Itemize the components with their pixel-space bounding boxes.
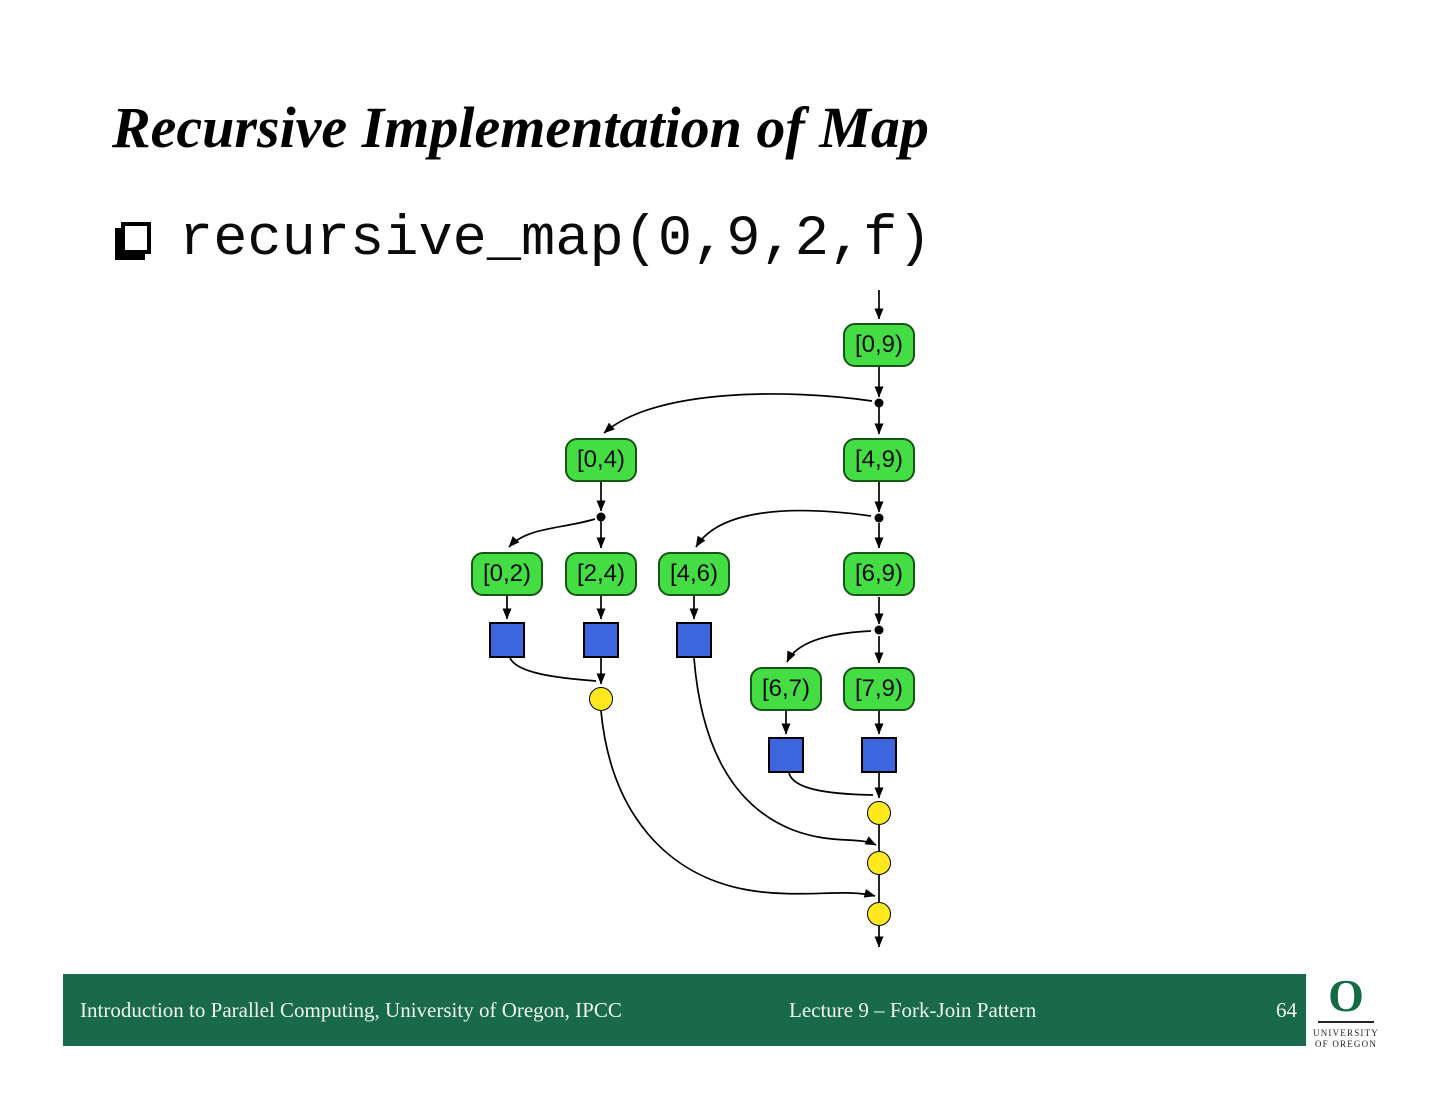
footer-center-text: Lecture 9 – Fork-Join Pattern	[789, 997, 1037, 1022]
footer-bar: Introduction to Parallel Computing, Univ…	[63, 974, 1306, 1046]
logo-university-text: UNIVERSITY	[1313, 1027, 1379, 1038]
node-0-9: [0,9)	[843, 323, 915, 367]
leaf-task-0-2	[489, 622, 525, 658]
node-0-4: [0,4)	[565, 438, 637, 482]
fork-dot	[874, 398, 884, 408]
node-0-2: [0,2)	[471, 552, 543, 596]
leaf-task-2-4	[583, 622, 619, 658]
node-4-6: [4,6)	[658, 552, 730, 596]
footer-left-text: Introduction to Parallel Computing, Univ…	[80, 997, 622, 1022]
join-point-1	[867, 801, 891, 825]
join-point-2	[867, 851, 891, 875]
curve-02task-join	[509, 657, 597, 682]
square-bullet-icon	[121, 222, 151, 254]
fork-dot	[874, 513, 884, 523]
curve-46task-join	[693, 657, 877, 846]
curve-joinL-join3	[600, 710, 876, 898]
leaf-task-6-7	[768, 737, 804, 773]
bullet-code-text: recursive_map(0,9,2,f)	[179, 208, 932, 272]
curve-fork-67	[786, 630, 872, 663]
page-number: 64	[1276, 997, 1297, 1022]
logo-of-oregon-text: OF OREGON	[1314, 1038, 1378, 1049]
node-7-9: [7,9)	[843, 667, 915, 711]
join-point-3	[867, 902, 891, 926]
logo-o-letter: O	[1328, 970, 1364, 1021]
bullet-item: recursive_map(0,9,2,f)	[115, 212, 932, 269]
leaf-task-4-6	[676, 622, 712, 658]
curve-fork-46	[695, 509, 872, 548]
node-4-9: [4,9)	[843, 438, 915, 482]
fork-dot	[874, 625, 884, 635]
university-of-oregon-logo: O UNIVERSITY OF OREGON	[1306, 970, 1386, 1052]
curve-67task-join	[788, 772, 874, 796]
logo-rule	[1318, 1020, 1374, 1023]
join-point-left	[589, 687, 613, 711]
node-2-4: [2,4)	[565, 552, 637, 596]
node-6-7: [6,7)	[750, 667, 822, 711]
node-6-9: [6,9)	[843, 552, 915, 596]
curve-fork-04	[603, 393, 873, 434]
fork-dot	[596, 512, 606, 522]
curve-fork-02	[508, 518, 596, 548]
leaf-task-7-9	[861, 737, 897, 773]
edges	[502, 290, 884, 948]
page-title: Recursive Implementation of Map	[112, 95, 929, 160]
